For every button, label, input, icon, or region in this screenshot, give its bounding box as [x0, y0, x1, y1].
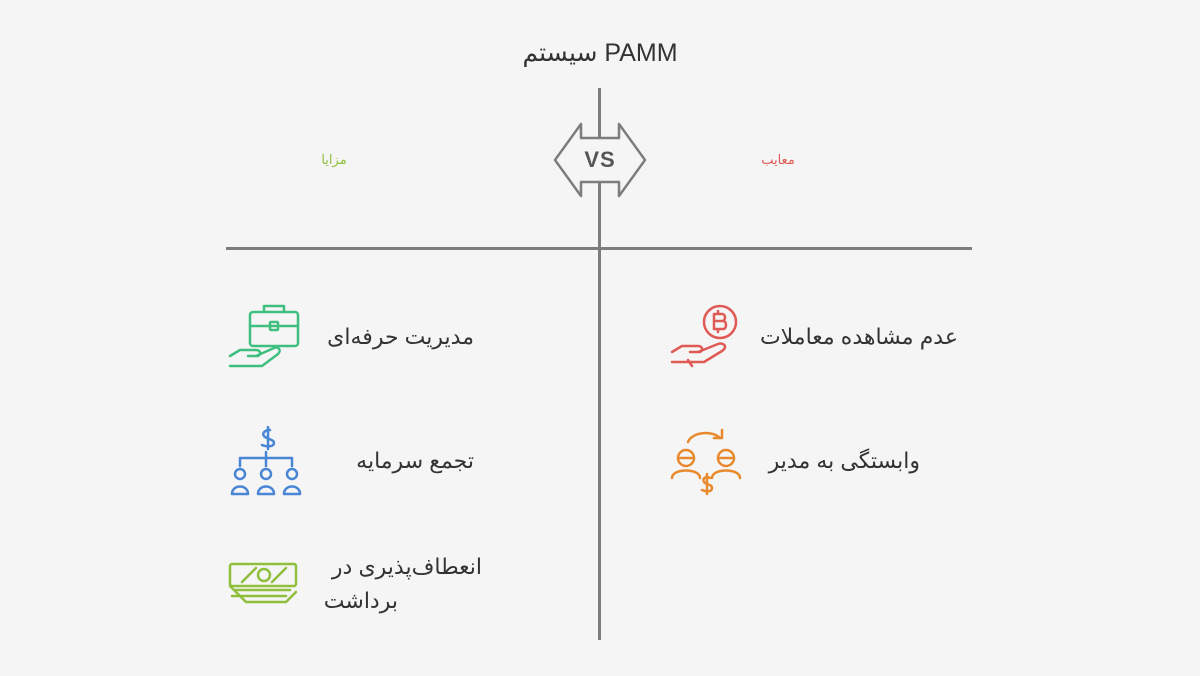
- pros-item-label-line1: انعطاف‌پذیری در: [331, 554, 482, 579]
- pros-item-label: مدیریت حرفه‌ای: [327, 324, 474, 349]
- vertical-divider: [598, 88, 601, 640]
- double-arrow-icon: [553, 122, 647, 198]
- pros-item-label: تجمع سرمایه: [356, 448, 474, 473]
- exchange-people-icon: [670, 428, 742, 496]
- funding-hierarchy-icon: [230, 426, 302, 496]
- horizontal-divider: [226, 247, 972, 250]
- pros-item-label-line2: برداشت: [323, 588, 398, 613]
- cons-item-label: وابستگی به مدیر: [768, 448, 920, 473]
- hand-bitcoin-icon: [670, 304, 738, 368]
- hand-briefcase-icon: [228, 304, 300, 368]
- pros-heading: مزایا: [321, 152, 347, 167]
- cons-heading: معایب: [761, 152, 795, 167]
- vs-badge: VS: [553, 122, 647, 198]
- cons-item-label: عدم مشاهده معاملات: [759, 324, 958, 349]
- money-bills-icon: [228, 562, 298, 604]
- vs-label: VS: [584, 147, 616, 172]
- diagram-title: PAMM سیستم: [522, 39, 678, 67]
